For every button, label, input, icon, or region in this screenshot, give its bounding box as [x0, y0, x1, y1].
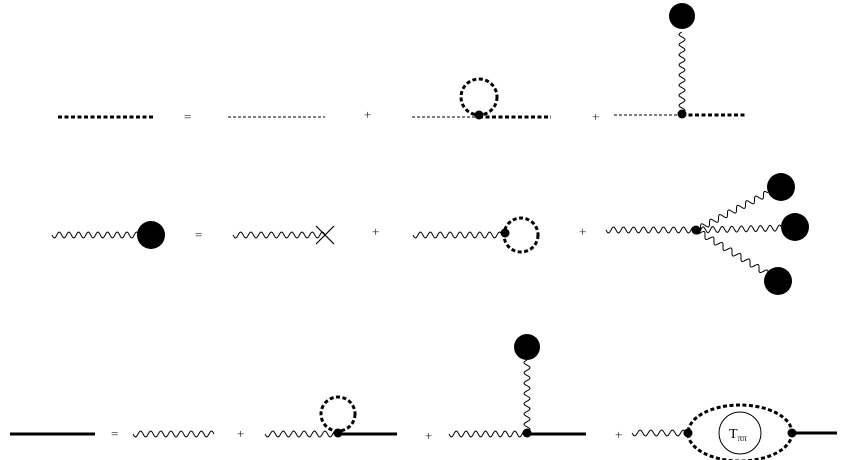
equation-row-2: = + +	[51, 173, 809, 295]
vector-three-condensates	[605, 173, 809, 295]
plus-sign: +	[372, 224, 379, 239]
wavy-line	[678, 31, 686, 114]
vector-to-scalar-loop	[264, 395, 397, 438]
wavy-line	[695, 190, 769, 233]
condensate-blob	[514, 334, 540, 360]
wavy-line	[264, 430, 339, 438]
vertex-dot	[787, 428, 797, 438]
t-matrix-label: Tππ	[729, 427, 747, 443]
condensate-blob	[137, 221, 165, 249]
dressed-vector-condensate	[51, 221, 165, 249]
plus-sign: +	[592, 109, 599, 124]
dashed-loop	[502, 216, 540, 254]
condensate-blob	[767, 173, 795, 201]
wavy-line	[448, 430, 528, 438]
equals-sign: =	[195, 227, 202, 242]
dashed-loop	[459, 77, 499, 117]
scalar-condensate-insertion	[614, 3, 747, 119]
vertex-dot	[333, 428, 343, 438]
wavy-line	[51, 231, 140, 239]
plus-sign: +	[425, 428, 432, 443]
vertex-dot	[474, 110, 484, 120]
condensate-blob	[781, 213, 809, 241]
vector-condensate-insertion	[448, 334, 586, 438]
wavy-line	[695, 229, 769, 275]
vector-scalar-loop	[412, 216, 540, 254]
equals-sign: =	[111, 426, 118, 441]
condensate-blob	[764, 267, 792, 295]
plus-sign: +	[237, 426, 244, 441]
dashed-loop	[319, 395, 357, 433]
vertex-dot	[500, 228, 510, 238]
equation-row-3: = + + + Tππ	[10, 334, 837, 460]
bare-vector-line	[132, 430, 215, 438]
wavy-line	[695, 224, 783, 234]
plus-sign: +	[364, 107, 371, 122]
plus-sign: +	[579, 224, 586, 239]
equation-row-1: = + +	[58, 3, 747, 124]
equals-sign: =	[184, 109, 191, 124]
vector-t-matrix-bubble: Tππ	[631, 403, 837, 460]
plus-sign: +	[615, 427, 622, 442]
wavy-line	[631, 429, 687, 437]
cross-mark	[315, 225, 335, 245]
wavy-line	[232, 231, 326, 239]
wavy-line	[605, 226, 697, 234]
vertex-dot	[522, 428, 532, 438]
scalar-tadpole-loop	[412, 77, 551, 120]
condensate-blob	[669, 3, 695, 29]
vertex-dot	[677, 109, 687, 119]
vector-source-cross	[232, 225, 335, 245]
vertex-dot	[683, 428, 693, 438]
t-matrix-circle	[718, 411, 762, 455]
wavy-line	[412, 231, 503, 239]
wavy-line	[523, 359, 531, 433]
vertex-dot	[691, 225, 701, 235]
